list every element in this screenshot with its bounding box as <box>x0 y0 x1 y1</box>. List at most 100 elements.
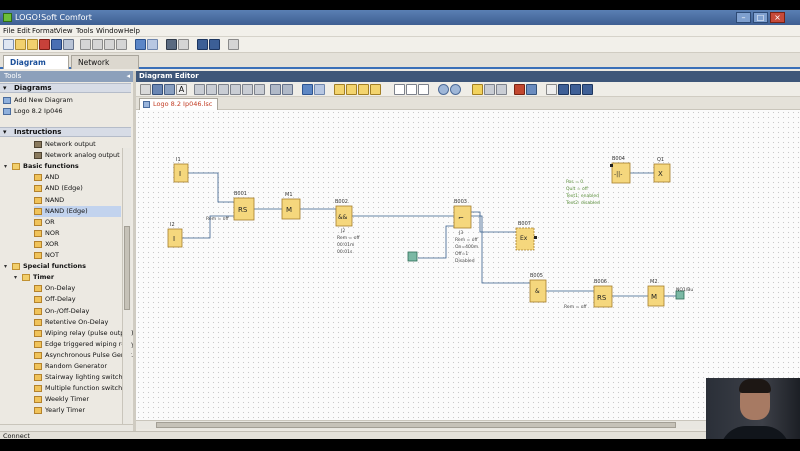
view-grid-icon[interactable] <box>418 84 429 95</box>
wire-b003-feedback[interactable] <box>418 225 454 259</box>
align-right-icon[interactable] <box>230 84 241 95</box>
redo-icon[interactable] <box>147 39 158 50</box>
close-button[interactable]: × <box>770 12 785 23</box>
parameter-icon[interactable] <box>370 84 381 95</box>
tools-vertical-scrollbar[interactable] <box>122 148 131 424</box>
cut-icon[interactable] <box>80 39 91 50</box>
diagram-item-current[interactable]: Logo 8.2 Ip046 <box>3 106 123 117</box>
tree-item[interactable]: Random Generator <box>34 361 121 372</box>
block-m1[interactable]: M1 M <box>281 192 301 220</box>
download-icon[interactable] <box>558 84 569 95</box>
text-tool-icon[interactable]: A <box>176 84 187 95</box>
tree-item[interactable]: Network output <box>34 139 121 150</box>
open-folder-icon[interactable] <box>27 39 38 50</box>
panel-splitter[interactable] <box>133 71 136 431</box>
new-icon[interactable] <box>3 39 14 50</box>
collapse-icon[interactable]: ▾ <box>3 128 7 136</box>
wire-b003-b005[interactable] <box>471 215 530 284</box>
block-i2[interactable]: I2 I <box>167 222 183 248</box>
message-text-note[interactable]: Pos = 0 Quit = off Text1: enabled Text2:… <box>565 179 600 206</box>
format-icon[interactable] <box>484 84 495 95</box>
block-q1[interactable]: Q1 X <box>653 157 671 183</box>
tree-item[interactable]: AND <box>34 172 121 183</box>
instructions-section-header[interactable]: ▾ Instructions <box>0 127 131 137</box>
tree-item[interactable]: Retentive On-Delay <box>34 317 121 328</box>
tree-item[interactable]: On-Delay <box>34 283 121 294</box>
wire-i2-b001[interactable] <box>182 215 234 239</box>
block-b005[interactable]: B005 & <box>529 273 547 303</box>
collapse-icon[interactable]: ▾ <box>3 84 7 92</box>
collapse-left-icon[interactable]: ◂ <box>126 72 130 80</box>
expand-icon[interactable]: ▾ <box>4 263 8 271</box>
view-split-icon[interactable] <box>406 84 417 95</box>
step-icon[interactable] <box>546 84 557 95</box>
tree-item[interactable]: ▾Special functions <box>4 261 121 272</box>
close-doc-icon[interactable] <box>39 39 50 50</box>
tab-diagram-mode[interactable]: Diagram Mode <box>3 55 69 80</box>
tree-item[interactable]: Weekly Timer <box>34 394 121 405</box>
maximize-button[interactable]: □ <box>753 12 768 23</box>
menu-view[interactable]: View <box>56 27 73 35</box>
transfer-pc-logo-icon[interactable] <box>197 39 208 50</box>
tree-item[interactable]: XOR <box>34 239 121 250</box>
block-i1[interactable]: I1 I <box>173 157 189 183</box>
tree-item[interactable]: OR <box>34 217 121 228</box>
zoom-in-icon[interactable] <box>438 84 449 95</box>
document-tab[interactable]: Logo 8.2 Ip046.lsc <box>139 98 219 110</box>
tree-item[interactable]: Edge triggered wiping relay <box>34 339 135 350</box>
block-m2[interactable]: M2 M <box>647 279 665 307</box>
block-b001[interactable]: B001 RS Rem = off <box>206 191 255 222</box>
tab-network-project[interactable]: Network Project <box>71 55 139 80</box>
tree-item[interactable]: Asynchronous Pulse Gener... <box>34 350 137 361</box>
menu-window[interactable]: Window <box>96 27 124 35</box>
tree-item[interactable]: NOT <box>34 250 121 261</box>
tree-item[interactable]: AND (Edge) <box>34 183 121 194</box>
tree-item[interactable]: ▾Basic functions <box>4 161 121 172</box>
online-test-icon[interactable] <box>346 84 357 95</box>
tree-item[interactable]: NAND (Edge) <box>34 205 121 217</box>
align-center-icon[interactable] <box>218 84 229 95</box>
unroute-icon[interactable] <box>282 84 293 95</box>
wire-b003-b007[interactable] <box>471 211 516 233</box>
check-icon[interactable] <box>358 84 369 95</box>
constants-tool-icon[interactable] <box>164 84 175 95</box>
simulation-icon[interactable] <box>334 84 345 95</box>
diagrams-section-header[interactable]: ▾ Diagrams <box>0 83 131 93</box>
paste-icon[interactable] <box>104 39 115 50</box>
block-b004[interactable]: B004 -||- <box>610 156 631 184</box>
network-view-icon[interactable] <box>514 84 525 95</box>
menu-file[interactable]: File <box>3 27 15 35</box>
select-tool-icon[interactable] <box>140 84 151 95</box>
page-setup-icon[interactable] <box>178 39 189 50</box>
tree-item[interactable]: Yearly Timer <box>34 405 121 416</box>
pointer-icon[interactable] <box>228 39 239 50</box>
transfer-logo-pc-icon[interactable] <box>209 39 220 50</box>
tree-item[interactable]: On-/Off-Delay <box>34 306 121 317</box>
diagram-canvas[interactable]: I1 I I2 I B001 RS Rem = off M1 M <box>136 110 800 420</box>
tree-item[interactable]: ▾Timer <box>14 272 121 283</box>
align-bottom-icon[interactable] <box>254 84 265 95</box>
wire-i1-b001[interactable] <box>188 172 234 203</box>
expand-icon[interactable]: ▾ <box>14 274 18 282</box>
tools-horizontal-scrollbar[interactable] <box>0 424 133 432</box>
highlight-icon[interactable] <box>472 84 483 95</box>
block-b003[interactable]: B003 ⌐ J3 Rem = off On=400m Off=1 Disabl… <box>453 199 478 264</box>
route-icon[interactable] <box>270 84 281 95</box>
editor-undo-icon[interactable] <box>302 84 313 95</box>
cut-wire-icon[interactable] <box>194 84 205 95</box>
tree-item[interactable]: Off-Delay <box>34 294 121 305</box>
connect-tool-icon[interactable] <box>152 84 163 95</box>
expand-icon[interactable]: ▾ <box>4 163 8 171</box>
upload-icon[interactable] <box>570 84 581 95</box>
tree-item[interactable]: NOR <box>34 228 121 239</box>
print-preview-icon[interactable] <box>166 39 177 50</box>
wire-m1-b002[interactable] <box>300 208 337 216</box>
minimize-button[interactable]: – <box>736 12 751 23</box>
tree-item[interactable]: Network analog output <box>34 150 121 161</box>
save-icon[interactable] <box>51 39 62 50</box>
menu-format[interactable]: Format <box>32 27 57 35</box>
network-output-nq1[interactable]: NQ1/Bu <box>675 287 693 300</box>
block-b007[interactable]: B007 Ex <box>515 221 537 251</box>
add-new-diagram-item[interactable]: Add New Diagram <box>3 95 123 106</box>
align-top-icon[interactable] <box>242 84 253 95</box>
